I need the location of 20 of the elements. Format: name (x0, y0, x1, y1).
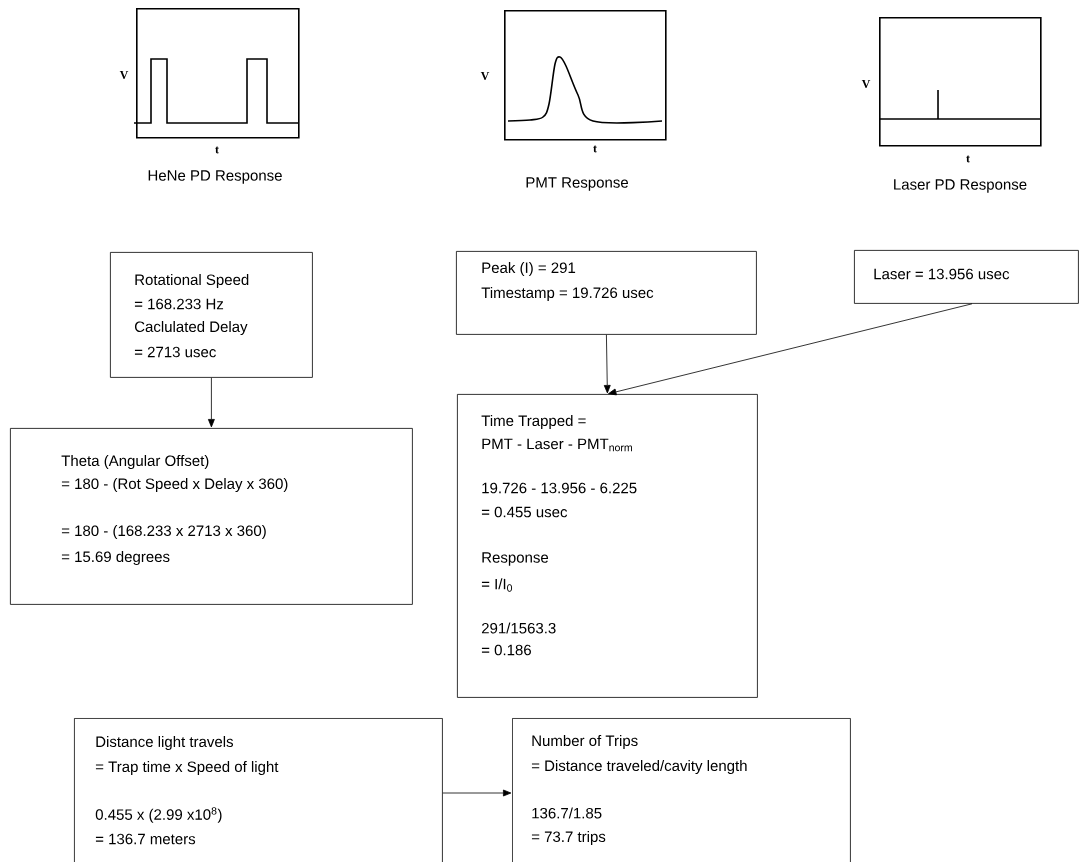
axis-label: t (593, 145, 597, 153)
text-box: Theta (Angular Offset) = 180 - (Rot Speed x Delay x 360) = 180 - (168.233 x 2713 x 360) = 15.69 degrees (10, 428, 413, 605)
plot-caption: Laser PD Response (894, 179, 1027, 193)
text-box: Distance light travels = Trap time x Speed of light 0.455 x (2.99 x10$^{8}$) = 136.7 meters (74, 718, 443, 862)
text-box: Laser = 13.956 usec (854, 250, 1079, 304)
axis-label: t (966, 155, 970, 163)
arrow (442, 789, 512, 797)
axis-label: V (861, 80, 871, 89)
arrow (608, 303, 973, 396)
axis-label: V (119, 71, 129, 80)
text-box: Time Trapped = PMT - Laser - PMT$_{norm}$ 19.726 - 13.956 - 6.225 = 0.455 usec Response = I/I$_{0}$ 291/1563.3 = 0.186 (457, 394, 758, 698)
plot-caption: PMT Response (526, 177, 628, 191)
axis-label: t (215, 146, 219, 154)
plot-caption: HeNe PD Response (148, 170, 282, 184)
text-box: Peak (I) = 291 Timestamp = 19.726 usec (456, 251, 757, 335)
text-box: Rotational Speed = 168.233 Hz Caclulated Delay = 2713 usec (110, 252, 313, 378)
arrow (603, 334, 611, 394)
text-box: Number of Trips = Distance traveled/cavity length 136.7/1.85 = 73.7 trips (512, 718, 851, 862)
arrow (208, 377, 215, 428)
axis-label: V (480, 72, 490, 81)
